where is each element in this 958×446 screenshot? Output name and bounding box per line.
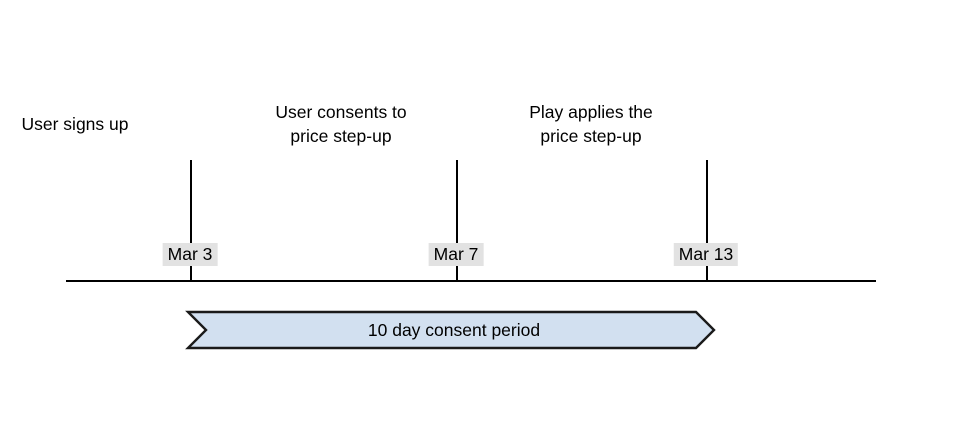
- timeline-axis: [66, 280, 876, 282]
- milestone-label: User signs up: [21, 114, 129, 134]
- milestone-date-chip: Mar 13: [673, 243, 739, 266]
- consent-period-banner: 10 day consent period: [185, 310, 716, 350]
- milestone-label: User consents to price step-up: [275, 102, 407, 146]
- consent-period-label: 10 day consent period: [367, 319, 541, 340]
- milestone-date-chip: Mar 7: [428, 243, 484, 266]
- consent-period-banner-shape: [185, 310, 716, 350]
- milestone-tick-line: [706, 160, 708, 281]
- double-arrow-shape: [185, 310, 716, 350]
- milestone-date-chip: Mar 3: [162, 243, 218, 266]
- milestone-label: Play applies the price step-up: [529, 102, 653, 146]
- milestone-tick-line: [456, 160, 458, 281]
- milestone-tick-line: [190, 160, 192, 281]
